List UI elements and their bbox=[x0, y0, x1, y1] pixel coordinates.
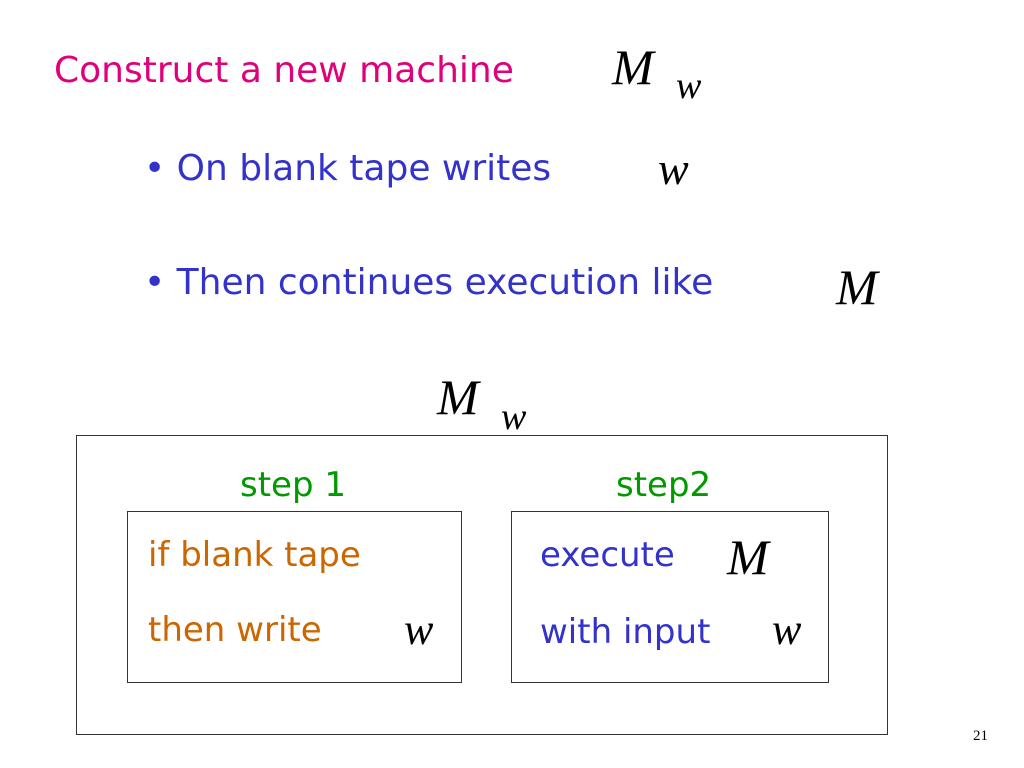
title-machine-subscript: w bbox=[676, 65, 702, 107]
diagram-machine-symbol: M bbox=[437, 369, 479, 425]
bullet-2-math: M bbox=[836, 259, 878, 315]
slide-title: Construct a new machine bbox=[54, 50, 514, 91]
step-1-label: step 1 bbox=[240, 465, 346, 505]
step-2-label: step2 bbox=[616, 465, 712, 505]
bullet-1-math: w bbox=[658, 143, 689, 194]
step-1-line-2-math: w bbox=[404, 605, 434, 654]
step-2-line-2-math: w bbox=[772, 605, 802, 654]
step-1-line-1: if blank tape bbox=[148, 535, 361, 575]
step-2-line-2: with input bbox=[540, 612, 711, 652]
step-1-line-2: then write bbox=[148, 610, 322, 650]
diagram-machine-subscript: w bbox=[501, 396, 527, 438]
page-number: 21 bbox=[973, 728, 988, 744]
machine-outer-box bbox=[76, 435, 888, 735]
title-machine-symbol: M bbox=[612, 39, 654, 95]
bullet-item-1: • On blank tape writes bbox=[144, 148, 552, 189]
step-2-line-1: execute bbox=[540, 535, 675, 575]
step-2-line-1-math: M bbox=[727, 529, 769, 585]
step-1-box bbox=[127, 511, 462, 683]
step-2-box bbox=[511, 511, 829, 683]
bullet-item-2: • Then continues execution like bbox=[144, 262, 714, 303]
